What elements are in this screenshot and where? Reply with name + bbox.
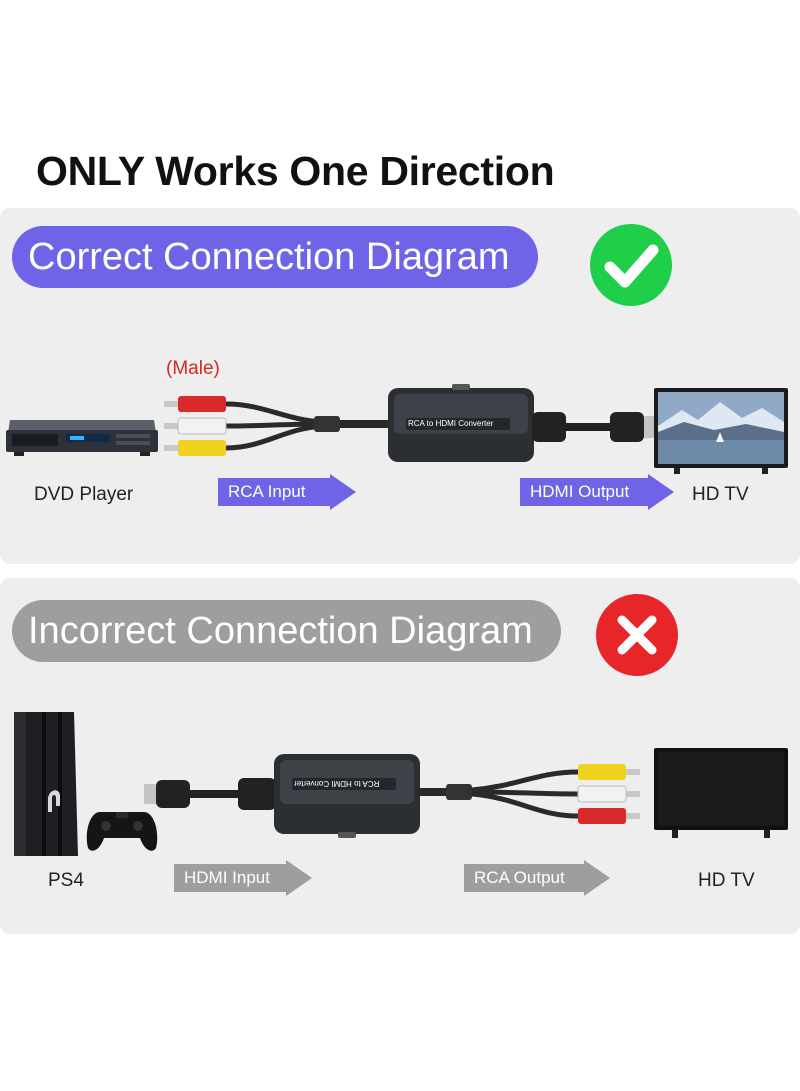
cross-icon (596, 594, 678, 676)
converter-box: RCA to HDMI Converter (388, 384, 534, 466)
headline: ONLY Works One Direction (36, 148, 555, 194)
incorrect-title-pill: Incorrect Connection Diagram (12, 600, 561, 662)
converter-box-incorrect: RCA to HDMI Converter (274, 750, 420, 840)
checkmark-icon (590, 224, 672, 306)
target-label-tv-incorrect: HD TV (698, 870, 755, 891)
hdmi-input-label: HDMI Input (184, 868, 270, 887)
hdmi-output-arrow: HDMI Output (520, 474, 674, 510)
ps4-console-image (12, 708, 162, 858)
male-connector-note: (Male) (166, 358, 220, 379)
target-label-tv-correct: HD TV (692, 484, 749, 505)
incorrect-diagram-panel: Incorrect Connection Diagram PS4 (0, 578, 800, 934)
hdmi-cable-image-incorrect (144, 770, 278, 820)
rca-cables-image (164, 388, 394, 464)
converter-label: RCA to HDMI Converter (408, 419, 494, 428)
rca-cables-image-incorrect (418, 756, 644, 832)
source-label-ps4: PS4 (48, 870, 84, 891)
hdmi-input-arrow: HDMI Input (174, 860, 312, 896)
rca-input-arrow: RCA Input (218, 474, 356, 510)
hdmi-output-label: HDMI Output (530, 482, 630, 501)
rca-output-label: RCA Output (474, 868, 565, 887)
correct-diagram-panel: Correct Connection Diagram (Male) DVD Pl… (0, 208, 800, 564)
hdmi-cable-image (532, 404, 658, 454)
dvd-player-image (6, 412, 158, 458)
rca-output-arrow: RCA Output (464, 860, 610, 896)
source-label-dvd: DVD Player (34, 484, 134, 505)
correct-title-pill: Correct Connection Diagram (12, 226, 538, 288)
hd-tv-image (654, 388, 788, 474)
hd-tv-image-incorrect (654, 748, 788, 838)
converter-label-flipped: RCA to HDMI Converter (294, 779, 380, 788)
rca-input-label: RCA Input (228, 482, 306, 501)
